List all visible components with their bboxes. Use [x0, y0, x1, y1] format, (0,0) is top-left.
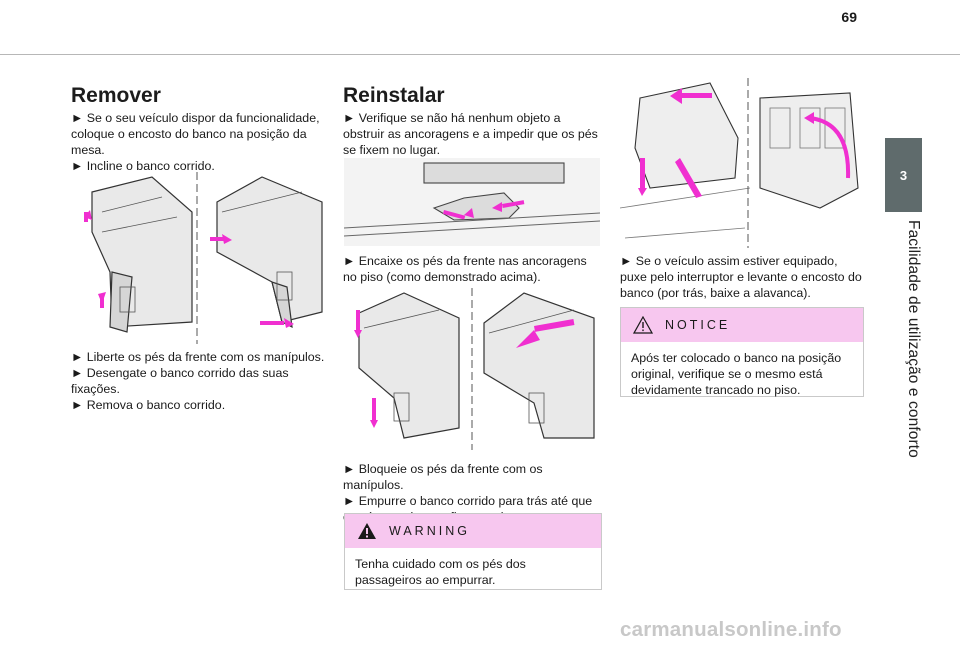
remover-step-1: ► Se o seu veículo dispor da funcionalid… — [71, 111, 320, 157]
anchorage-illustration — [344, 158, 600, 246]
remover-step-3: ► Liberte os pés da frente com os manípu… — [71, 350, 325, 364]
remover-step-2: ► Incline o banco corrido. — [71, 159, 215, 173]
reinstalar-step-3: ► Bloqueie os pés da frente com os maníp… — [343, 462, 543, 492]
header-rule — [0, 54, 960, 55]
reinstalar-step-1: ► Verifique se não há nenhum objeto a ob… — [343, 111, 598, 157]
chapter-title: Facilidade de utilização e conforto — [905, 220, 922, 458]
notice-title: NOTICE — [665, 318, 731, 332]
remover-steps-top: ► Se o seu veículo dispor da funcionalid… — [71, 110, 326, 174]
reinstalar-heading: Reinstalar — [343, 84, 445, 107]
remover-steps-bottom: ► Liberte os pés da frente com os manípu… — [71, 349, 326, 413]
notice-header: NOTICE — [621, 308, 863, 342]
notice-box: NOTICE Após ter colocado o banco na posi… — [620, 307, 864, 397]
watermark: carmanualsonline.info — [620, 618, 842, 641]
warning-text: Tenha cuidado com os pés dos passageiros… — [355, 557, 526, 587]
chapter-number: 3 — [899, 167, 908, 183]
warning-triangle-icon — [357, 522, 377, 540]
remover-step-4: ► Desengate o banco corrido das suas fix… — [71, 366, 289, 396]
warning-box: WARNING Tenha cuidado com os pés dos pas… — [344, 513, 602, 590]
col3-step: ► Se o veículo assim estiver equipado, p… — [620, 254, 862, 300]
remover-step-5: ► Remova o banco corrido. — [71, 398, 226, 412]
seatback-raise-illustration — [620, 78, 862, 248]
warning-header: WARNING — [345, 514, 601, 548]
page-number: 69 — [841, 9, 857, 25]
remover-heading: Remover — [71, 84, 161, 107]
notice-text: Após ter colocado o banco na posição ori… — [631, 351, 842, 397]
reinstalar-step-2: ► Encaixe os pés da frente nas ancoragen… — [343, 254, 587, 284]
notice-triangle-icon — [633, 316, 653, 334]
remove-seat-illustration — [72, 172, 325, 344]
lock-seat-illustration — [344, 288, 600, 450]
warning-title: WARNING — [389, 524, 470, 538]
chapter-tab[interactable]: 3 — [885, 138, 922, 212]
